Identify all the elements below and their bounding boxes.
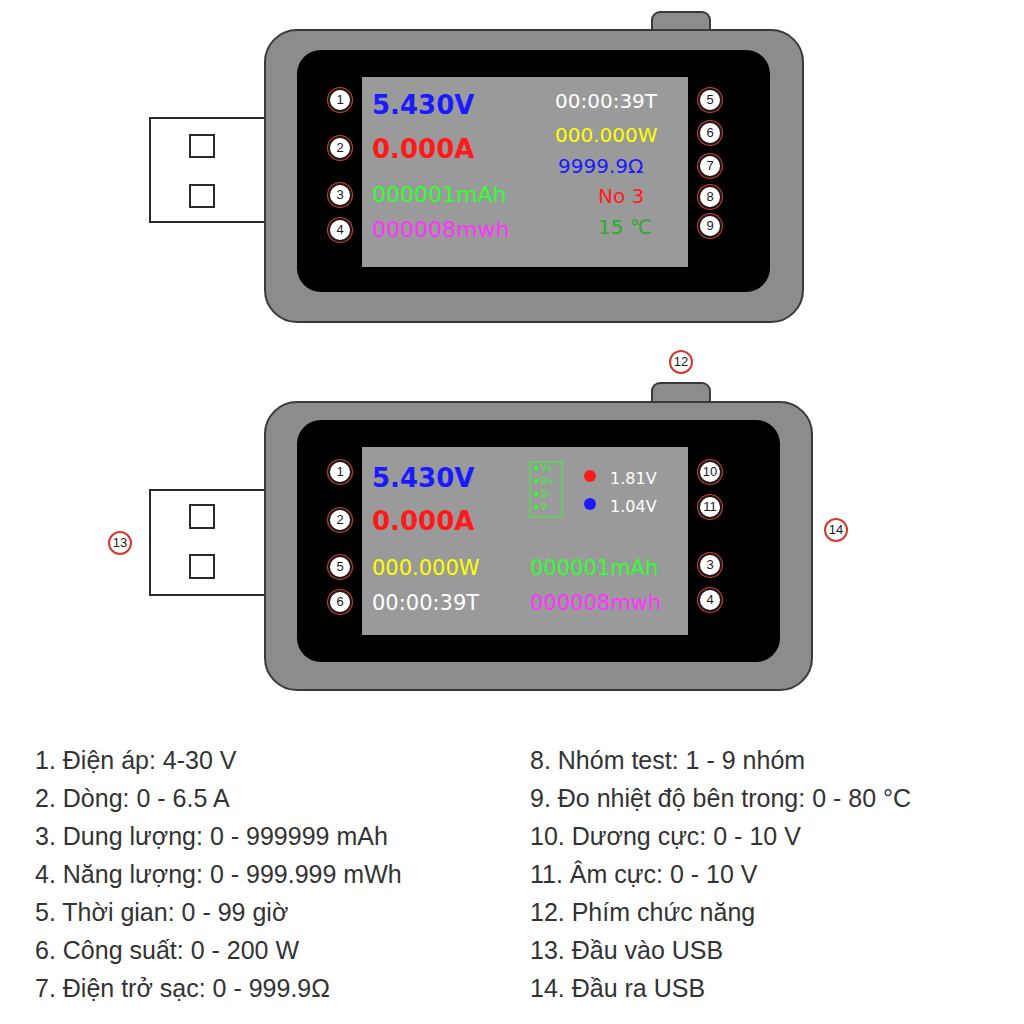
readout-text: 00:00:39T <box>555 91 657 111</box>
callout-number: 4 <box>328 218 352 242</box>
spec-list-item: 3. Dung lượng: 0 - 999999 mAh <box>35 824 388 849</box>
spec-list-item: 7. Điện trở sạc: 0 - 999.9Ω <box>35 976 330 1001</box>
callout-number: 1 <box>328 460 352 484</box>
readout-text: 9999.9Ω <box>558 156 643 176</box>
readout-text: 1.81V <box>610 471 657 487</box>
usb-hole <box>190 185 214 207</box>
readout-text: 5.430V <box>372 92 474 118</box>
readout-text: 000.000W <box>555 125 657 145</box>
readout-text: 000008mwh <box>530 593 661 614</box>
callout-number: 5 <box>698 88 722 112</box>
readout-text: No 3 <box>598 186 644 206</box>
spec-list-item: 14. Đầu ra USB <box>530 976 705 1001</box>
usb-plug <box>150 490 275 595</box>
spec-list-item: 5. Thời gian: 0 - 99 giờ <box>35 900 288 925</box>
readout-text: 00:00:39T <box>372 593 479 614</box>
readout-text: 0.000A <box>372 508 474 534</box>
callout-number: 8 <box>698 185 722 209</box>
readout-text: 15 ℃ <box>598 217 652 237</box>
callout-number: 9 <box>698 214 722 238</box>
spec-list-item: 9. Đo nhiệt độ bên trong: 0 - 80 °C <box>530 786 911 811</box>
callout-number: 6 <box>698 121 722 145</box>
readout-text: D- <box>541 491 550 499</box>
callout-number: 5 <box>328 555 352 579</box>
readout-text: D+ <box>541 478 554 486</box>
screen-bezel <box>297 50 770 292</box>
usb-hole <box>190 135 214 157</box>
spec-list-item: 12. Phím chức năng <box>530 900 755 925</box>
spec-list-item: 11. Âm cực: 0 - 10 V <box>530 862 757 887</box>
callout-number: 12 <box>669 350 693 374</box>
readout-text: 000001mAh <box>372 184 506 206</box>
spec-list-item: 6. Công suất: 0 - 200 W <box>35 938 299 963</box>
readout-text: 1.04V <box>610 499 657 515</box>
spec-list-item: 8. Nhóm test: 1 - 9 nhóm <box>530 748 805 773</box>
usb-hole <box>190 555 214 578</box>
spec-list-item: 4. Năng lượng: 0 - 999.999 mWh <box>35 862 402 887</box>
callout-number: 13 <box>108 531 132 555</box>
callout-number: 14 <box>824 518 848 542</box>
callout-number: 3 <box>698 553 722 577</box>
callout-number: 10 <box>698 460 722 484</box>
device-body <box>265 402 812 690</box>
spec-list-item: 2. Dòng: 0 - 6.5 A <box>35 786 230 811</box>
callout-number: 3 <box>328 183 352 207</box>
callout-number: 11 <box>698 495 722 519</box>
lcd-screen: 5.430V 0.000A 000001mAh 000008mwh 00:00:39T 0… <box>362 77 688 267</box>
readout-text: V- <box>541 504 549 512</box>
lcd-screen: 5.430V 0.000A 000.000W 00:00:39T 000001mAh 00… <box>362 447 688 635</box>
usb-plug <box>150 118 275 222</box>
callout-number: 6 <box>328 590 352 614</box>
screen-bezel <box>297 420 780 662</box>
spec-list-item: 1. Điện áp: 4-30 V <box>35 748 237 773</box>
callout-number: 2 <box>328 508 352 532</box>
usb-hole <box>190 505 214 528</box>
spec-list-item: 13. Đầu vào USB <box>530 938 723 963</box>
readout-text: 000.000W <box>372 558 480 579</box>
callout-number: 7 <box>698 154 722 178</box>
readout-text: 5.430V <box>372 465 474 491</box>
readout-text: 000008mwh <box>372 219 509 241</box>
callout-number: 4 <box>698 588 722 612</box>
callout-number: 2 <box>328 136 352 160</box>
readout-text: 000001mAh <box>530 558 658 579</box>
spec-list-item: 10. Dương cực: 0 - 10 V <box>530 824 801 849</box>
device-body <box>265 30 803 322</box>
readout-text: 0.000A <box>372 136 474 162</box>
callout-number: 1 <box>328 88 352 112</box>
readout-text: V+ <box>541 465 553 473</box>
